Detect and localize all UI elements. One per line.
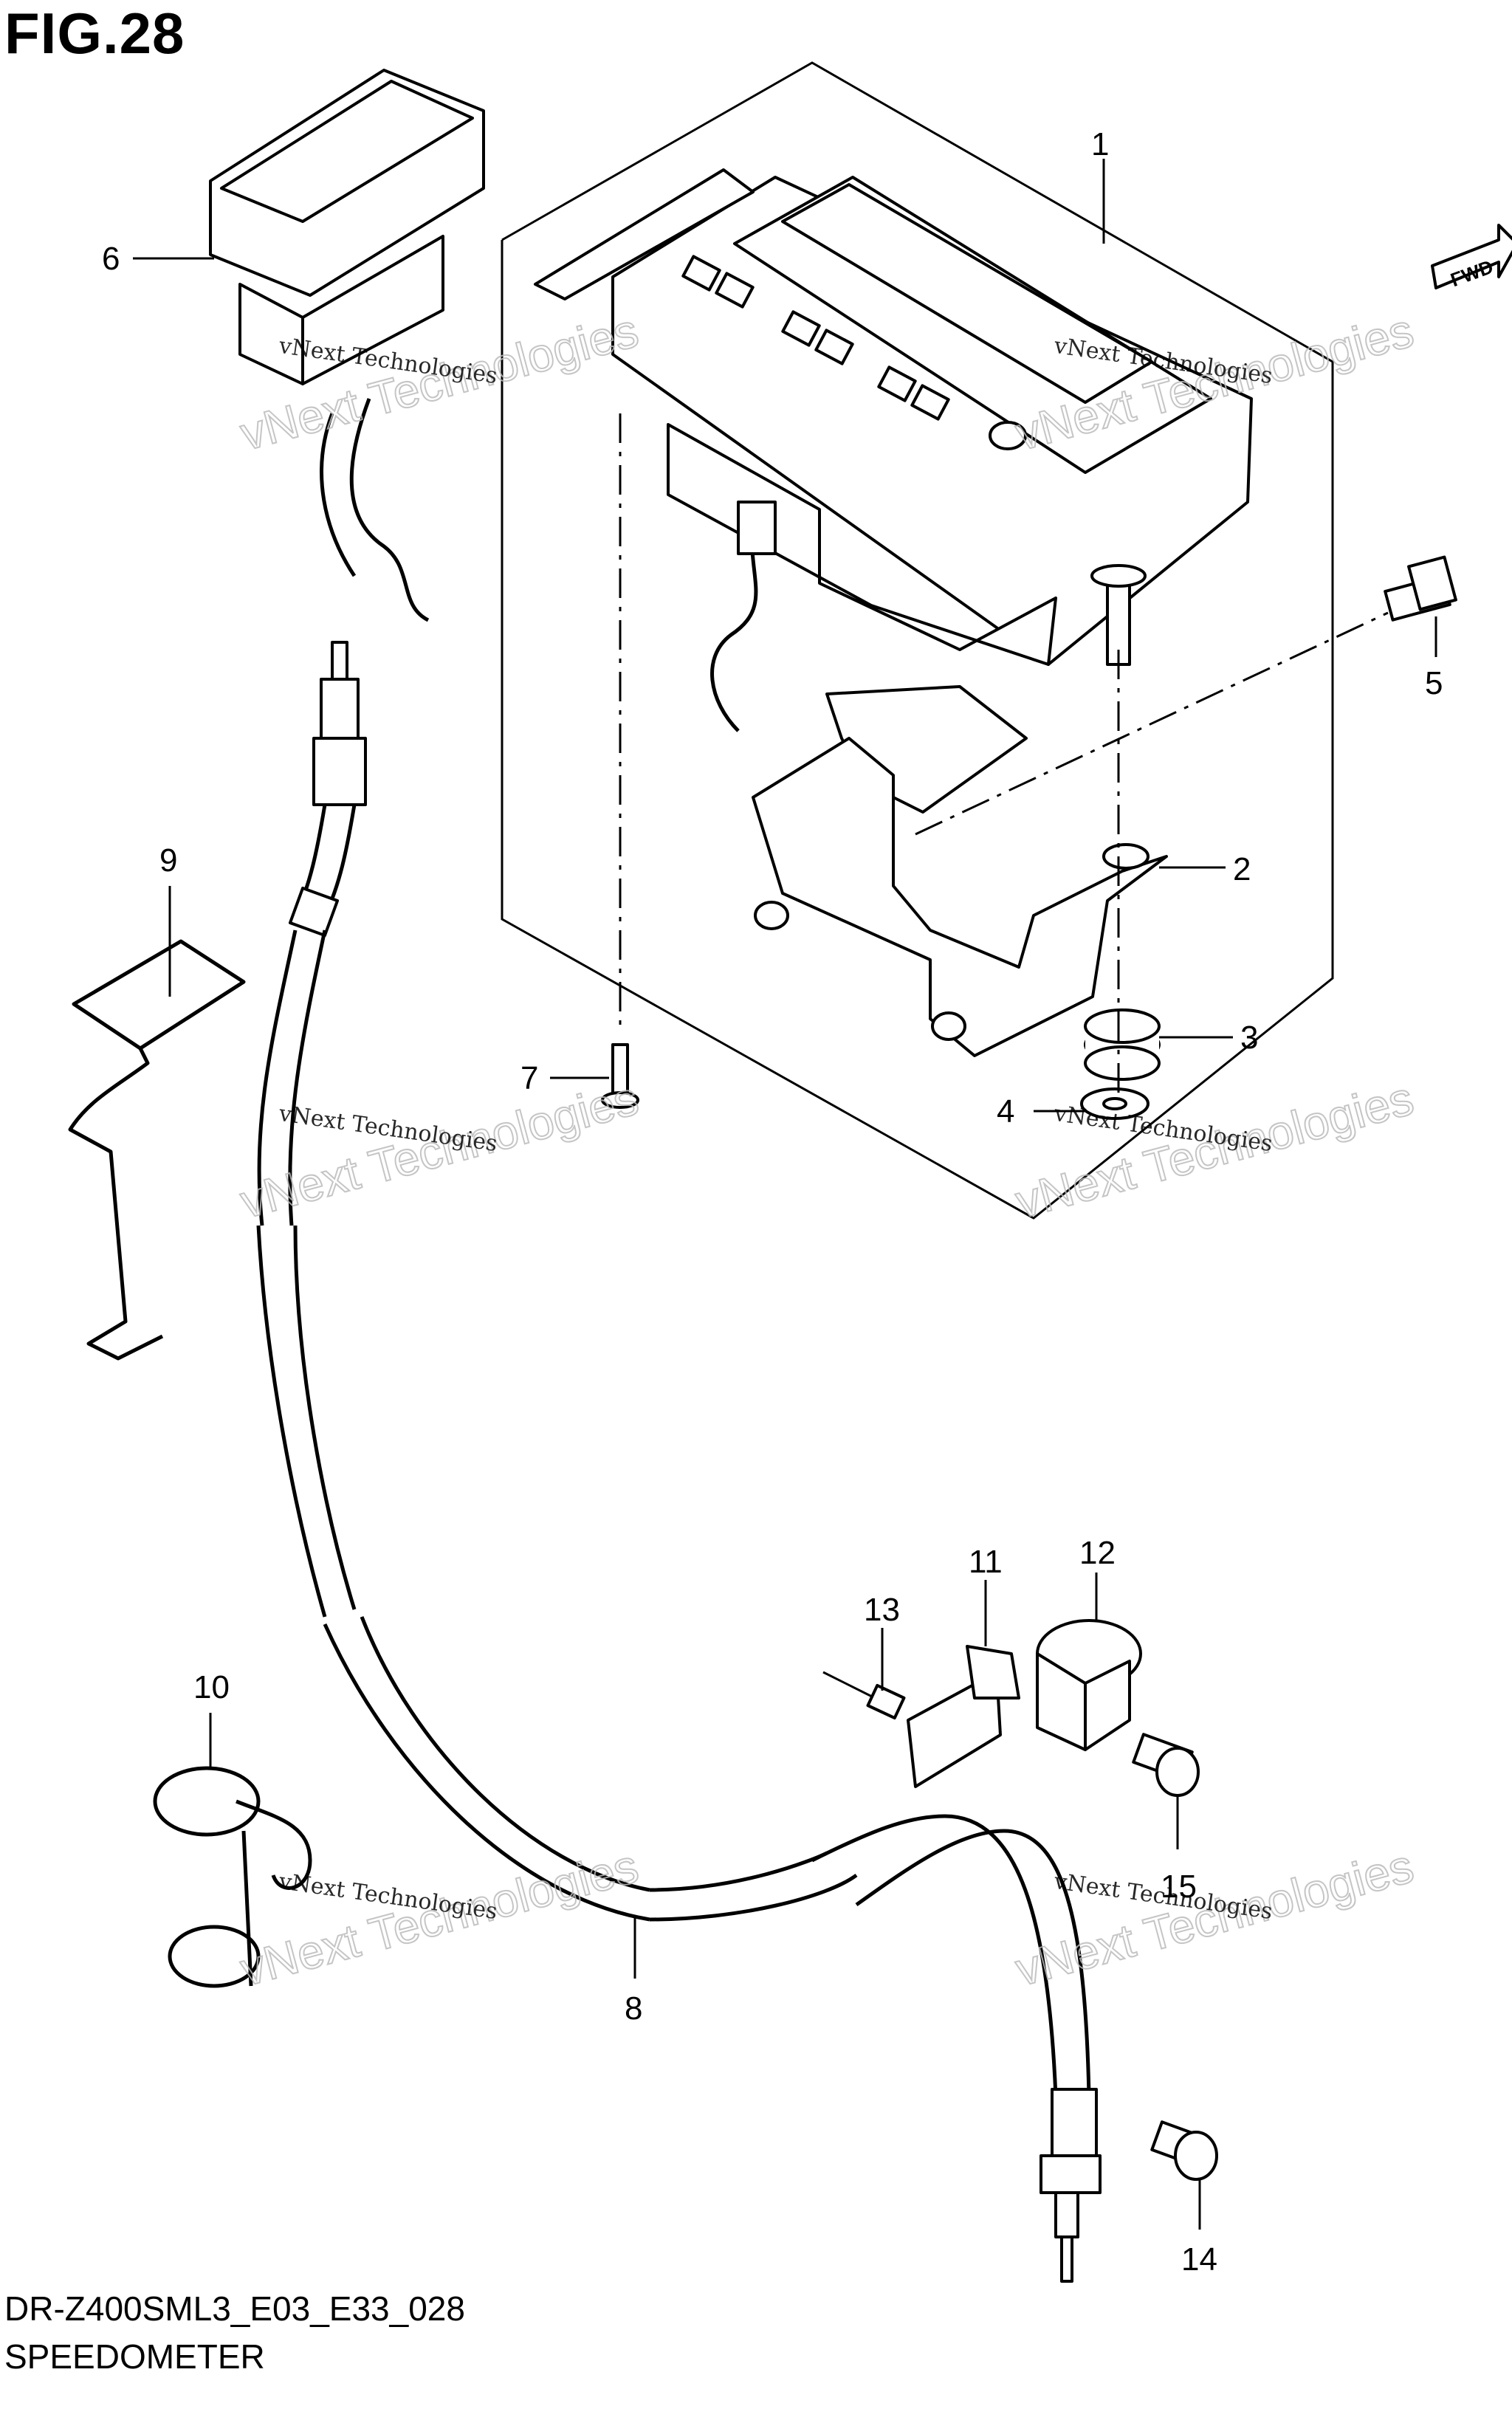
callout-15: 15 bbox=[1161, 1869, 1197, 1905]
tapping-screw bbox=[601, 1043, 639, 1109]
callout-13: 13 bbox=[864, 1592, 900, 1628]
screw-15 bbox=[1132, 1733, 1200, 1797]
speedometer-cable bbox=[256, 641, 1102, 2283]
section-name: SPEEDOMETER bbox=[4, 2337, 265, 2376]
cable-clamp bbox=[1036, 1619, 1142, 1751]
washer bbox=[1080, 1087, 1150, 1120]
meter-bracket bbox=[752, 685, 1168, 1057]
callout-14: 14 bbox=[1181, 2241, 1217, 2278]
callout-12: 12 bbox=[1079, 1535, 1116, 1571]
wire-clamp-lower bbox=[153, 1766, 312, 1988]
callout-4: 4 bbox=[997, 1093, 1014, 1130]
callout-5: 5 bbox=[1425, 665, 1443, 701]
watermark-4-large: vNext Technologies bbox=[1010, 1071, 1419, 1228]
callout-11: 11 bbox=[969, 1544, 1003, 1580]
bolt bbox=[1384, 555, 1457, 622]
model-code: DR-Z400SML3_E03_E33_028 bbox=[4, 2289, 465, 2328]
watermark-group: vNext Technologies vNext Technologies vN… bbox=[234, 303, 1420, 1997]
callout-2: 2 bbox=[1233, 851, 1251, 887]
indicator-lamp bbox=[209, 69, 485, 622]
watermark-5: vNext Technologies vNext Technologies bbox=[234, 1838, 645, 1997]
wire-clip-upper bbox=[68, 939, 246, 1361]
leader-lines bbox=[133, 159, 1437, 2230]
callout-7: 7 bbox=[520, 1060, 538, 1096]
grommet bbox=[1084, 1008, 1161, 1081]
watermark-4: vNext Technologies vNext Technologies bbox=[1009, 1070, 1420, 1229]
callout-3: 3 bbox=[1240, 1020, 1258, 1056]
callout-1: 1 bbox=[1091, 126, 1109, 162]
clamp-plate bbox=[907, 1645, 1020, 1788]
figure-title: FIG.28 bbox=[4, 1, 185, 66]
callout-10: 10 bbox=[193, 1669, 230, 1705]
callout-numbers: 1 2 3 4 5 6 7 8 9 10 11 12 13 14 15 bbox=[102, 126, 1443, 2278]
callout-8: 8 bbox=[625, 1990, 642, 2027]
speedometer-body bbox=[534, 168, 1253, 732]
screw-14 bbox=[1150, 2120, 1218, 2181]
callout-6: 6 bbox=[102, 241, 120, 277]
axis-line-bolt bbox=[915, 611, 1389, 836]
watermark-5-large: vNext Technologies bbox=[235, 1839, 644, 1996]
fwd-arrow-icon: FWD bbox=[1431, 224, 1512, 291]
assembly-outline bbox=[501, 61, 1334, 1220]
callout-9: 9 bbox=[159, 842, 177, 879]
rivet-pin bbox=[822, 1671, 906, 1720]
